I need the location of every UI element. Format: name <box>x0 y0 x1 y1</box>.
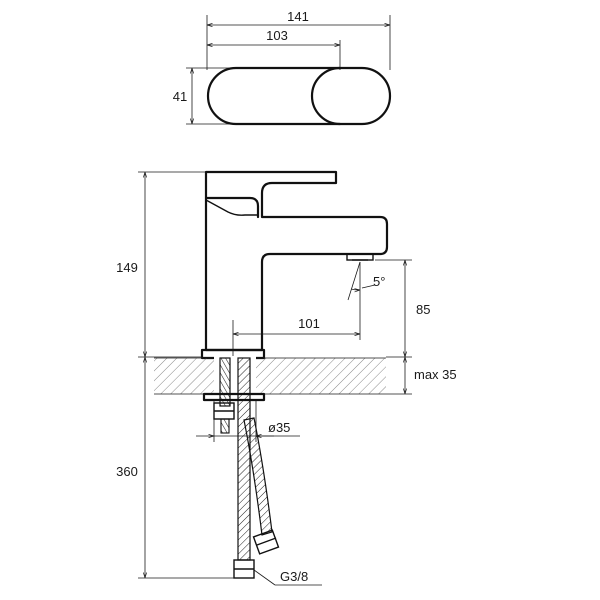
threaded-stud <box>219 357 231 407</box>
faucet-top-outline <box>206 66 392 126</box>
top-view: 141 103 41 <box>173 9 392 126</box>
thread-label: G3/8 <box>280 569 308 584</box>
faucet-body <box>204 170 389 352</box>
overall-length-label: 141 <box>287 9 309 24</box>
hole-diameter-label: ø35 <box>268 420 290 435</box>
countertop-section <box>154 358 386 394</box>
mounting-washer <box>202 392 266 402</box>
side-view: 149 360 85 max 35 101 5° ø35 <box>116 170 457 586</box>
height-label: 149 <box>116 260 138 275</box>
spout-angle-label: 5° <box>373 274 385 289</box>
max-thickness-label: max 35 <box>414 367 457 382</box>
handle-length-label: 103 <box>266 28 288 43</box>
spout-reach-label: 101 <box>298 316 320 331</box>
hose-right <box>243 417 273 536</box>
hose-length-label: 360 <box>116 464 138 479</box>
spout-height-label: 85 <box>416 302 430 317</box>
width-label: 41 <box>173 89 187 104</box>
handle-top-outline <box>310 66 342 126</box>
spout-angle-arc <box>350 289 360 290</box>
